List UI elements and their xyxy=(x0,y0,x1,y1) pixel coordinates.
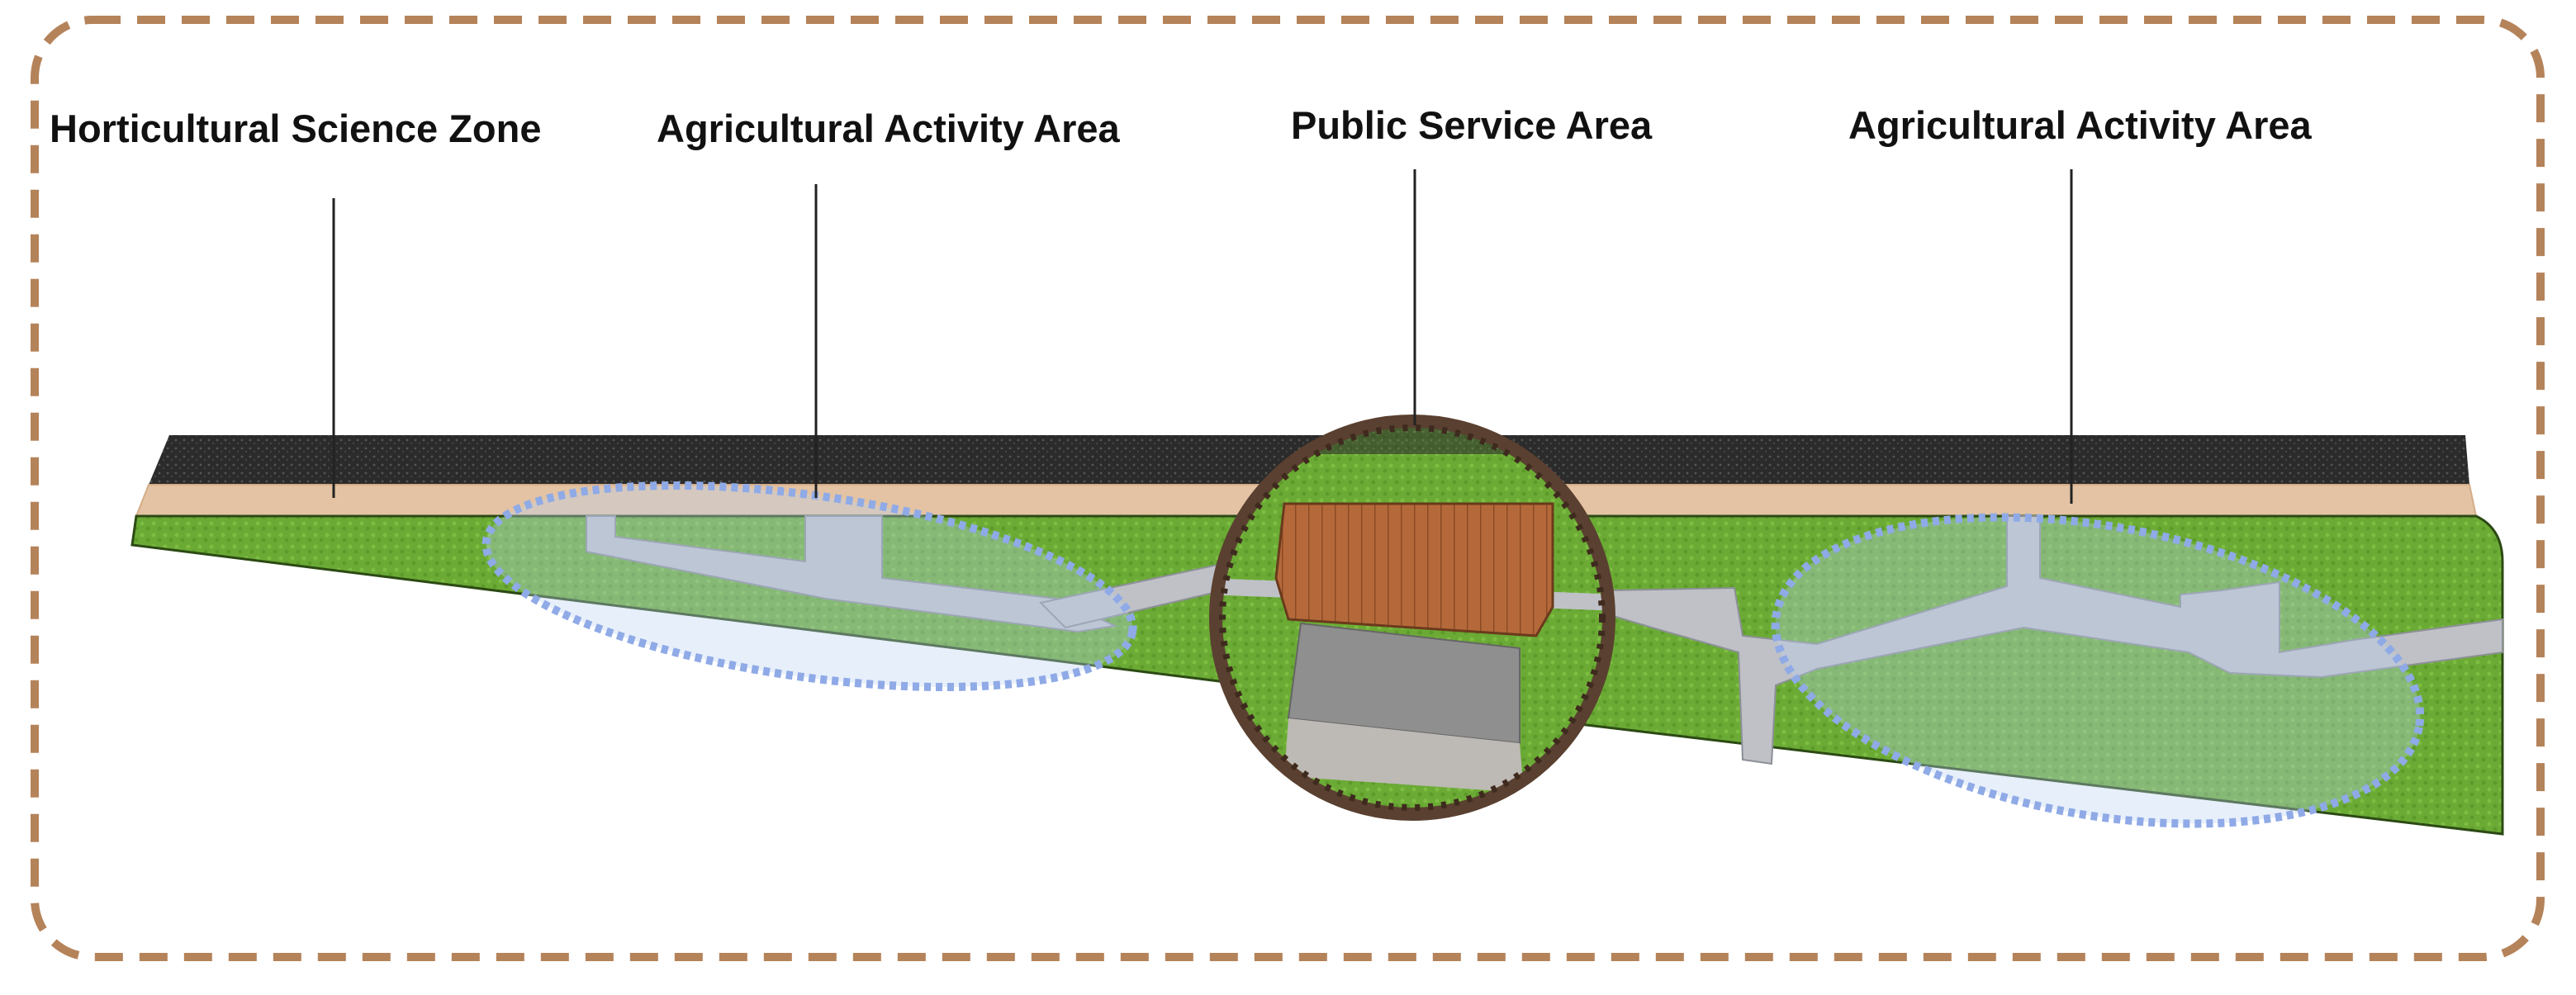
label-horticultural-science-zone: Horticultural Science Zone xyxy=(50,107,541,150)
label-public-service-area: Public Service Area xyxy=(1291,103,1653,147)
agricultural-activity-area-right-marker xyxy=(1771,513,2425,828)
label-agricultural-activity-area-right: Agricultural Activity Area xyxy=(1848,103,2313,147)
label-agricultural-activity-area-left: Agricultural Activity Area xyxy=(657,107,1121,150)
agricultural-activity-area-left-marker xyxy=(482,481,1137,692)
building-roof xyxy=(1274,502,1554,637)
leader-lines xyxy=(332,169,2073,504)
public-service-area-marker xyxy=(1209,415,1615,821)
